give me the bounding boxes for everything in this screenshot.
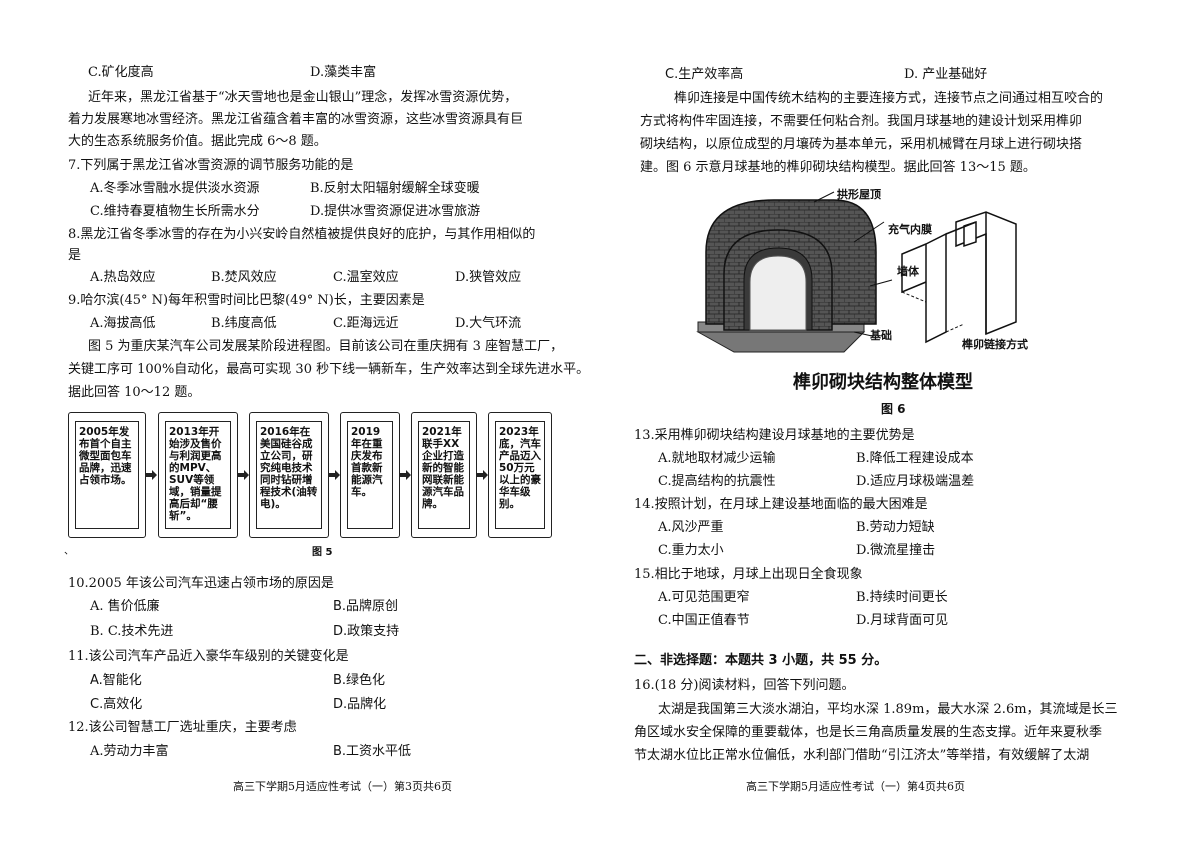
q9-option-c: C.距海远近 [333, 316, 399, 331]
q10-option-c: B. C.技术先进 [90, 624, 174, 639]
q10-option-d: D.政策支持 [333, 624, 400, 639]
arrow-right-icon [237, 470, 249, 480]
q16-passage-line3: 节太湖水位比正常水位偏低，水利部门借助“引江济太”等举措，有效缓解了太湖 [634, 748, 1090, 763]
label-foundation: 基础 [870, 329, 892, 342]
figure-6-title: 榫卯砌块结构整体模型 [793, 372, 973, 393]
passage-car-line2: 关键工序可 100%自动化，最高可实现 30 秒下线一辆新车，生产效率达到全球先… [68, 362, 590, 377]
q14-option-c: C.重力太小 [658, 543, 724, 558]
q9-stem: 9.哈尔滨(45° N)每年积雪时间比巴黎(49° N)长，主要因素是 [68, 293, 425, 308]
flow-text-2013: 2013年开始涉及售价与利润更高的MPV、SUV等领域，销量提高后却“腰斩”。 [165, 421, 231, 529]
q7-option-b: B.反射太阳辐射缓解全球变暖 [310, 181, 480, 196]
page-footer-left: 高三下学期5月适应性考试（一）第3页共6页 [233, 780, 452, 793]
q12-option-d: D. 产业基础好 [904, 67, 988, 82]
q12-option-c: C.生产效率高 [665, 67, 744, 82]
passage-moon-line1: 榫卯连接是中国传统木结构的主要连接方式，连接节点之间通过相互咬合的 [674, 91, 1104, 106]
passage-car-line3: 据此回答 10～12 题。 [68, 385, 201, 400]
q13-option-a: A.就地取材减少运输 [658, 451, 776, 466]
passage-car-line1: 图 5 为重庆某汽车公司发展某阶段进程图。目前该公司在重庆拥有 3 座智慧工厂， [88, 339, 564, 354]
q11-option-c: C.高效化 [90, 697, 143, 712]
flow-text-2016: 2016年在美国硅谷成立公司，研究纯电技术同时钻研增程技术(油转电)。 [256, 421, 322, 529]
q10-option-b: B.品牌原创 [333, 599, 399, 614]
flow-box-2016: 2016年在美国硅谷成立公司，研究纯电技术同时钻研增程技术(油转电)。 [249, 412, 329, 538]
q15-option-d: D.月球背面可见 [856, 613, 949, 628]
flow-text-2021: 2021年联手XX企业打造新的智能网联新能源汽车品牌。 [418, 421, 470, 529]
flow-text-2023: 2023年底，汽车产品迈入50万元以上的豪华车级别。 [495, 421, 545, 529]
flow-box-2021: 2021年联手XX企业打造新的智能网联新能源汽车品牌。 [411, 412, 477, 538]
q14-stem: 14.按照计划，在月球上建设基地面临的最大困难是 [634, 497, 928, 512]
q8-stem-2: 是 [68, 248, 82, 263]
q6-option-d: D.藻类丰富 [310, 65, 377, 80]
q13-stem: 13.采用榫卯砌块结构建设月球基地的主要优势是 [634, 428, 915, 443]
stray-mark: 、 [64, 546, 74, 557]
right-page: C.生产效率高 D. 产业基础好 榫卯连接是中国传统木结构的主要连接方式，连接节… [600, 0, 1200, 847]
q8-option-b: B.焚风效应 [211, 270, 277, 285]
label-inflatable-membrane: 充气内膜 [888, 223, 932, 236]
figure-5-caption: 图 5 [312, 547, 333, 558]
q13-option-d: D.适应月球极端温差 [856, 474, 975, 489]
arrow-right-icon [328, 470, 340, 480]
left-page: C.矿化度高 D.藻类丰富 近年来，黑龙江省基于“冰天雪地也是金山银山”理念，发… [64, 65, 590, 793]
q16-passage-line2: 角区域水安全保障的重要载体，也是长三角高质量发展的生态支撑。近年来夏秋季 [634, 725, 1103, 740]
q7-option-d: D.提供冰雪资源促进冰雪旅游 [310, 204, 481, 219]
q8-option-c: C.温室效应 [333, 270, 399, 285]
q14-option-d: D.微流星撞击 [856, 543, 936, 558]
section-two-heading: 二、非选择题：本题共 3 小题，共 55 分。 [634, 653, 888, 668]
q12-option-a: A.劳动力丰富 [90, 744, 169, 759]
q8-option-a: A.热岛效应 [90, 270, 156, 285]
q12-stem: 12.该公司智慧工厂选址重庆，主要考虑 [68, 720, 297, 735]
flow-box-2005: 2005年发布首个自主微型面包车品牌，迅速占领市场。 [68, 412, 146, 538]
q8-stem-1: 8.黑龙江省冬季冰雪的存在为小兴安岭自然植被提供良好的庇护，与其作用相似的 [68, 227, 536, 242]
q7-option-c: C.维持春夏植物生长所需水分 [90, 204, 260, 219]
q12-option-b: B.工资水平低 [333, 744, 412, 759]
q7-option-a: A.冬季冰雪融水提供淡水资源 [90, 181, 260, 196]
q15-option-a: A.可见范围更窄 [658, 590, 750, 605]
q10-stem: 10.2005 年该公司汽车迅速占领市场的原因是 [68, 576, 334, 591]
q13-option-c: C.提高结构的抗震性 [658, 474, 776, 489]
passage-ice-line2: 着力发展寒地冰雪经济。黑龙江省蕴含着丰富的冰雪资源，这些冰雪资源具有巨 [68, 112, 524, 127]
q8-option-d: D.狭管效应 [455, 270, 522, 285]
q16-passage-line1: 太湖是我国第三大淡水湖泊，平均水深 1.89m，最大水深 2.6m，其流域是长三 [658, 702, 1118, 717]
q15-option-b: B.持续时间更长 [856, 590, 948, 605]
q11-option-d: D.品牌化 [333, 697, 387, 712]
flow-box-2013: 2013年开始涉及售价与利润更高的MPV、SUV等领域，销量提高后却“腰斩”。 [158, 412, 238, 538]
q16-stem: 16.(18 分)阅读材料，回答下列问题。 [634, 678, 855, 693]
label-wall: 墙体 [897, 265, 919, 278]
q7-stem: 7.下列属于黑龙江省冰雪资源的调节服务功能的是 [68, 158, 354, 173]
passage-ice-line3: 大的生态系统服务价值。据此完成 6～8 题。 [68, 134, 327, 149]
q9-option-a: A.海拔高低 [90, 316, 156, 331]
q11-option-b: B.绿色化 [333, 673, 386, 688]
arrow-right-icon [476, 470, 488, 480]
passage-moon-line4: 建。图 6 示意月球基地的榫卯砌块结构模型。据此回答 13～15 题。 [640, 160, 1036, 175]
passage-moon-line3: 砌块结构，以原位成型的月壤砖为基本单元，采用机械臂在月球上进行砌块搭 [640, 137, 1083, 152]
q10-option-a: A. 售价低廉 [90, 599, 160, 614]
q11-option-a: A.智能化 [90, 673, 142, 688]
q6-option-c: C.矿化度高 [88, 65, 154, 80]
arrow-right-icon [399, 470, 411, 480]
page-footer-right: 高三下学期5月适应性考试（一）第4页共6页 [746, 780, 965, 793]
figure-6-caption: 图 6 [881, 402, 906, 416]
q13-option-b: B.降低工程建设成本 [856, 451, 974, 466]
q9-option-d: D.大气环流 [455, 316, 522, 331]
q15-stem: 15.相比于地球，月球上出现日全食现象 [634, 567, 863, 582]
label-joint-method: 榫卯链接方式 [962, 338, 1028, 351]
passage-moon-line2: 方式将构件牢固连接，不需要任何粘合剂。我国月球基地的建设计划采用榫卯 [640, 114, 1083, 129]
q11-stem: 11.该公司汽车产品近入豪华车级别的关键变化是 [68, 649, 349, 664]
flow-box-2019: 2019年在重庆发布首款新能源汽车。 [340, 412, 400, 538]
label-arch-roof: 拱形屋顶 [837, 188, 881, 201]
flow-text-2005: 2005年发布首个自主微型面包车品牌，迅速占领市场。 [75, 421, 139, 529]
q14-option-b: B.劳动力短缺 [856, 520, 935, 535]
lunar-base-model-illustration [696, 191, 1017, 353]
q9-option-b: B.纬度高低 [211, 316, 277, 331]
flow-box-2023: 2023年底，汽车产品迈入50万元以上的豪华车级别。 [488, 412, 552, 538]
flow-text-2019: 2019年在重庆发布首款新能源汽车。 [347, 421, 393, 529]
q15-option-c: C.中国正值春节 [658, 613, 750, 628]
q14-option-a: A.风沙严重 [658, 520, 724, 535]
passage-ice-line1: 近年来，黑龙江省基于“冰天雪地也是金山银山”理念，发挥冰雪资源优势， [88, 90, 518, 105]
arrow-right-icon [145, 470, 157, 480]
